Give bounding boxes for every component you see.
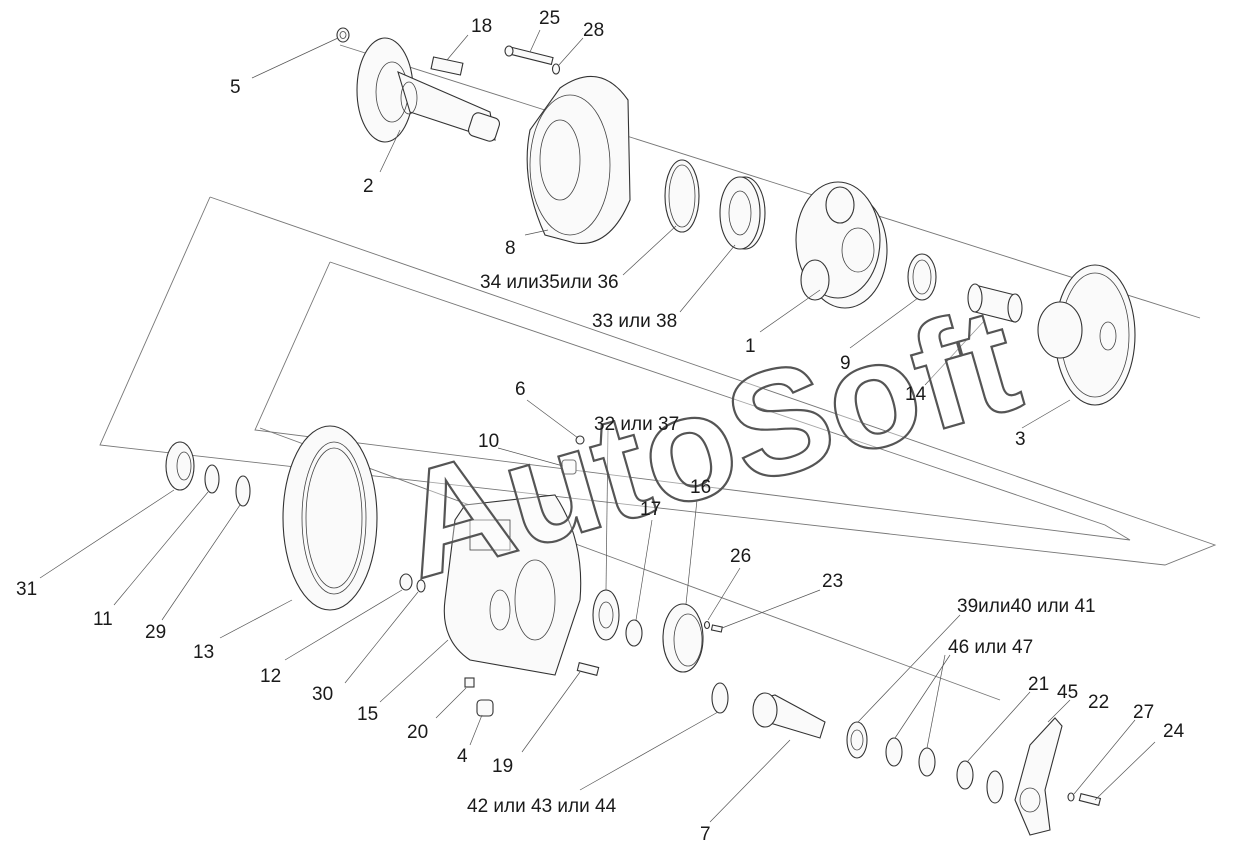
part-2-flange-shaft — [356, 37, 501, 143]
part-45-ring — [986, 770, 1004, 804]
label-39-40-41: 39или40 или 41 — [957, 596, 1096, 617]
label-1: 1 — [745, 336, 756, 357]
label-26: 26 — [730, 546, 751, 567]
part-34-ring — [664, 159, 700, 233]
label-13: 13 — [193, 642, 214, 663]
label-32-37: 32 или 37 — [594, 414, 679, 435]
part-5-nut — [336, 27, 350, 43]
label-17: 17 — [640, 499, 661, 520]
label-6: 6 — [515, 379, 526, 400]
assembly-frame — [99, 44, 1217, 701]
part-4-breather — [476, 699, 494, 717]
part-23-bolt — [710, 624, 723, 633]
label-15: 15 — [357, 704, 378, 725]
part-19-pin — [576, 662, 600, 676]
label-4: 4 — [457, 746, 468, 767]
label-29: 29 — [145, 622, 166, 643]
label-46-47: 46 или 47 — [948, 637, 1033, 658]
part-9-thrust-ring — [907, 253, 937, 301]
label-42-43-44: 42 или 43 или 44 — [467, 796, 617, 817]
label-31: 31 — [16, 579, 37, 600]
part-8-housing-cover — [526, 75, 631, 245]
part-11-ring — [204, 464, 220, 494]
part-26-washer — [703, 620, 711, 630]
part-42-seal — [711, 682, 729, 714]
part-16-cover — [662, 603, 704, 673]
part-labels: 5 2 18 25 28 8 34 или35или 36 33 или 38 … — [16, 8, 1185, 845]
part-13-ring-gear — [282, 425, 378, 611]
label-20: 20 — [407, 722, 428, 743]
part-10-plug — [561, 459, 577, 475]
label-33-38: 33 или 38 — [592, 311, 677, 332]
part-24-bolt — [1078, 793, 1102, 806]
part-15-main-housing — [443, 494, 582, 676]
label-7: 7 — [700, 824, 711, 845]
leader-lines — [39, 29, 1156, 823]
part-20-plug — [464, 677, 475, 688]
label-16: 16 — [690, 477, 711, 498]
label-22: 22 — [1088, 692, 1109, 713]
label-5: 5 — [230, 77, 241, 98]
part-46-ring — [885, 737, 936, 777]
label-30: 30 — [312, 684, 333, 705]
part-22-lever — [1014, 717, 1063, 836]
label-18: 18 — [471, 16, 492, 37]
label-9: 9 — [840, 353, 851, 374]
part-1-planet-carrier — [795, 181, 888, 309]
label-23: 23 — [822, 571, 843, 592]
label-11: 11 — [93, 609, 113, 630]
label-21: 21 — [1028, 674, 1049, 695]
label-25: 25 — [539, 8, 560, 29]
label-19: 19 — [492, 756, 513, 777]
part-27-washer — [1067, 792, 1075, 802]
part-12-bushing — [399, 573, 413, 591]
label-10: 10 — [478, 431, 499, 452]
label-24: 24 — [1163, 721, 1185, 742]
part-3-gear — [1037, 264, 1136, 406]
label-28: 28 — [583, 20, 604, 41]
label-3: 3 — [1015, 429, 1026, 450]
label-27: 27 — [1133, 702, 1154, 723]
label-8: 8 — [505, 238, 516, 259]
label-2: 2 — [363, 176, 374, 197]
label-45: 45 — [1057, 682, 1078, 703]
part-14-bushing — [967, 283, 1023, 323]
part-7-shaft — [752, 692, 826, 739]
part-39-bearing — [846, 721, 868, 759]
part-30-ring — [416, 579, 426, 593]
part-21-ring — [956, 760, 974, 790]
label-14: 14 — [905, 384, 927, 405]
part-17-ring — [625, 619, 643, 647]
part-33-bearing — [719, 176, 766, 250]
part-32-bearing — [592, 589, 620, 641]
part-28-washer — [551, 63, 561, 75]
part-18-pin — [430, 56, 464, 76]
part-25-bolt — [504, 45, 554, 66]
label-12: 12 — [260, 666, 281, 687]
label-34-35-36: 34 или35или 36 — [480, 272, 619, 293]
part-29-ring — [235, 475, 251, 507]
part-31-seal — [165, 441, 195, 491]
